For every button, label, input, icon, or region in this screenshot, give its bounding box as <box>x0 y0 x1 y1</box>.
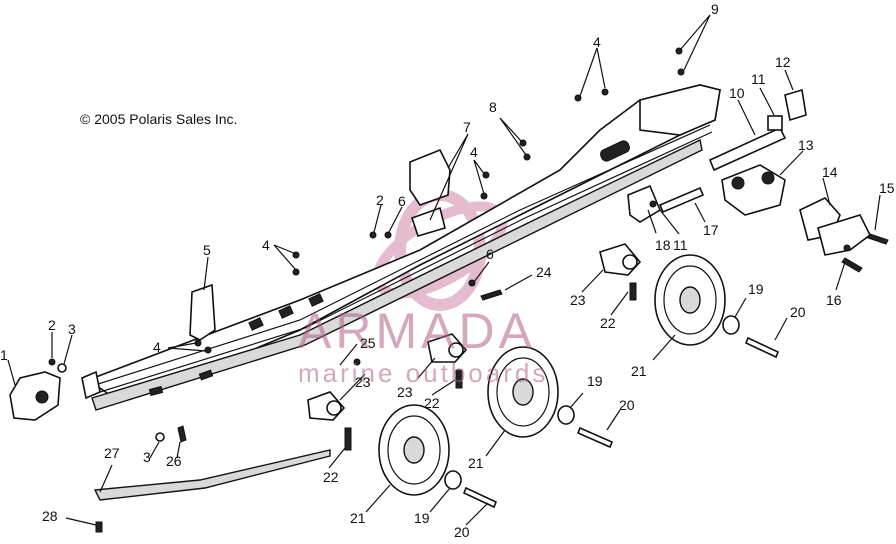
callout-25: 25 <box>360 335 376 351</box>
callout-19: 19 <box>587 373 603 389</box>
callout-21: 21 <box>468 455 484 471</box>
idler-wheel-mid <box>487 346 559 438</box>
watermark-tagline: marine outboards <box>298 358 548 388</box>
idler-wheel-rear <box>654 254 726 346</box>
idler-wheel-front <box>378 404 450 496</box>
callout-20: 20 <box>790 304 806 320</box>
washer-19-mid <box>557 405 575 425</box>
callout-14: 14 <box>822 164 838 180</box>
bolt-20-mid <box>576 426 614 449</box>
bolt-20-rear <box>744 336 780 359</box>
callout-22: 22 <box>424 395 440 411</box>
idler-carrier-front <box>307 391 346 421</box>
callout-19: 19 <box>414 510 430 526</box>
front-bracket <box>9 371 61 421</box>
callout-20: 20 <box>454 524 470 539</box>
bolt-20-front <box>462 486 498 509</box>
callout-11: 11 <box>673 237 688 253</box>
callout-7: 7 <box>463 119 471 135</box>
slide-rail <box>81 84 721 411</box>
callout-6: 6 <box>486 246 494 262</box>
callout-3: 3 <box>143 449 151 465</box>
callout-22: 22 <box>600 315 616 331</box>
callout-9: 9 <box>711 1 719 17</box>
idler-carrier-mid <box>427 333 468 363</box>
callout-28: 28 <box>42 508 58 524</box>
callout-27: 27 <box>104 445 120 461</box>
callout-4: 4 <box>262 237 270 253</box>
callout-23: 23 <box>397 384 413 400</box>
idler-carrier-rear <box>599 243 642 276</box>
mount-plate <box>189 283 216 341</box>
callout-11: 11 <box>751 71 766 87</box>
watermark-brand: ARMADA <box>298 303 536 359</box>
callout-18: 18 <box>655 237 671 253</box>
callout-21: 21 <box>350 510 366 526</box>
callout-24: 24 <box>536 264 552 280</box>
callout-1: 1 <box>0 347 8 363</box>
callout-15: 15 <box>879 180 895 196</box>
callout-3: 3 <box>68 321 76 337</box>
callout-16: 16 <box>826 292 842 308</box>
washer-19-rear <box>722 315 740 335</box>
callout-2: 2 <box>48 317 56 333</box>
callout-10: 10 <box>729 85 745 101</box>
callout-13: 13 <box>798 137 814 153</box>
rear-axle-assembly <box>627 88 872 256</box>
callout-12: 12 <box>775 54 791 70</box>
callout-6: 6 <box>398 193 406 209</box>
callout-23: 23 <box>570 292 586 308</box>
callout-2: 2 <box>376 192 384 208</box>
callout-4: 4 <box>153 339 161 355</box>
copyright-notice: © 2005 Polaris Sales Inc. <box>80 111 238 127</box>
callout-22: 22 <box>323 469 339 485</box>
callout-17: 17 <box>703 222 719 238</box>
callout-5: 5 <box>203 242 211 258</box>
callout-8: 8 <box>489 99 497 115</box>
callout-4: 4 <box>470 144 478 160</box>
callout-21: 21 <box>631 363 647 379</box>
block-7 <box>409 148 451 237</box>
callout-4: 4 <box>593 34 601 50</box>
callout-26: 26 <box>166 453 182 469</box>
washer-19-front <box>444 470 462 490</box>
callout-20: 20 <box>619 397 635 413</box>
callout-19: 19 <box>748 281 764 297</box>
wear-strip <box>93 449 331 501</box>
callout-23: 23 <box>355 374 371 390</box>
leader-lines <box>7 14 881 526</box>
